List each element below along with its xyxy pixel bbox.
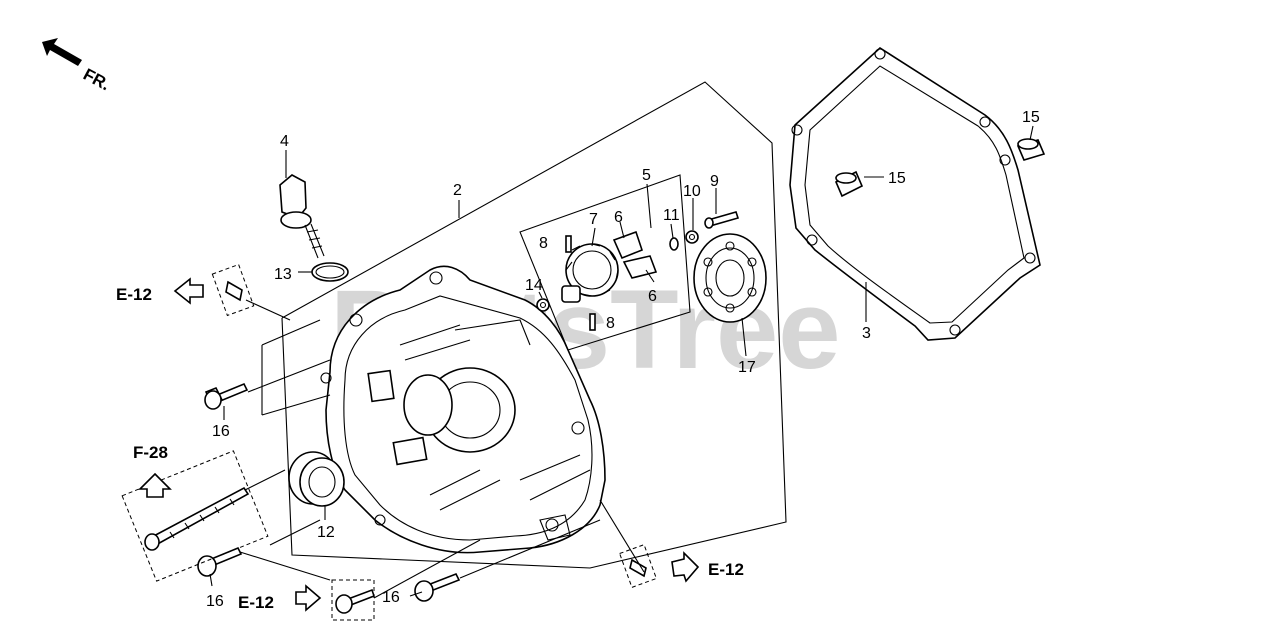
pin-upper (565, 235, 572, 253)
callout-16a: 16 (212, 423, 230, 440)
callout-3: 3 (862, 325, 871, 342)
front-direction-label: FR. (80, 65, 113, 95)
governor-weight-upper (612, 230, 643, 260)
bolt-16-bottom-left (197, 546, 243, 577)
callout-2: 2 (453, 182, 462, 199)
ref-e12-left: E-12 (116, 285, 152, 304)
callout-13: 13 (274, 266, 292, 283)
crankcase-cover (320, 265, 606, 554)
f28-up-arrow-icon (138, 472, 172, 498)
callout-15a: 15 (888, 170, 906, 187)
long-bolt (144, 486, 250, 551)
callout-16b: 16 (206, 593, 224, 610)
gasket (789, 46, 1041, 341)
dowel-15-gasket (834, 170, 864, 198)
e12-bottom-arrow-icon (295, 584, 322, 612)
washer-14 (536, 298, 550, 312)
dashed-box-top-left (211, 263, 255, 317)
dashed-box-bottom (331, 579, 375, 621)
assembly-outline (281, 81, 787, 569)
leader-lines (209, 125, 1034, 599)
clip-11 (669, 237, 679, 251)
dowel-pin-9 (704, 211, 740, 229)
bolt-16-bottom (414, 572, 461, 602)
dashed-box-bottom-right (618, 543, 658, 589)
callout-15b: 15 (1022, 109, 1040, 126)
callout-12: 12 (317, 524, 335, 541)
oil-filler-cap (279, 174, 325, 259)
front-direction-arrow-icon: FR. (42, 38, 113, 94)
callout-6b: 6 (648, 288, 657, 305)
oil-seal (288, 451, 345, 507)
ball-bearing (693, 233, 767, 323)
callout-16c: 16 (382, 589, 400, 606)
callout-4: 4 (280, 133, 289, 150)
e12-right-arrow-icon (671, 551, 700, 583)
pin-lower (589, 313, 596, 331)
callout-8b: 8 (606, 315, 615, 332)
ref-e12-bottom: E-12 (238, 593, 274, 612)
callout-14: 14 (525, 277, 543, 294)
washer-10 (685, 230, 699, 244)
long-bolt-dashed-box (121, 450, 269, 582)
ref-f28: F-28 (133, 443, 168, 462)
callout-5: 5 (642, 167, 651, 184)
callout-17: 17 (738, 359, 756, 376)
callout-10: 10 (683, 183, 701, 200)
bolt-16-left (204, 382, 249, 410)
callout-9: 9 (710, 173, 719, 190)
callout-7: 7 (589, 211, 598, 228)
bolt-16-bottom-center (335, 588, 376, 614)
e12-left-arrow-icon (173, 277, 204, 305)
callout-6a: 6 (614, 209, 623, 226)
callout-11: 11 (663, 207, 680, 224)
dowel-15-loose (1016, 138, 1046, 161)
ref-e12-right: E-12 (708, 560, 744, 579)
governor-group-outline (519, 174, 691, 351)
callout-8a: 8 (539, 235, 548, 252)
governor-gear (561, 243, 619, 303)
